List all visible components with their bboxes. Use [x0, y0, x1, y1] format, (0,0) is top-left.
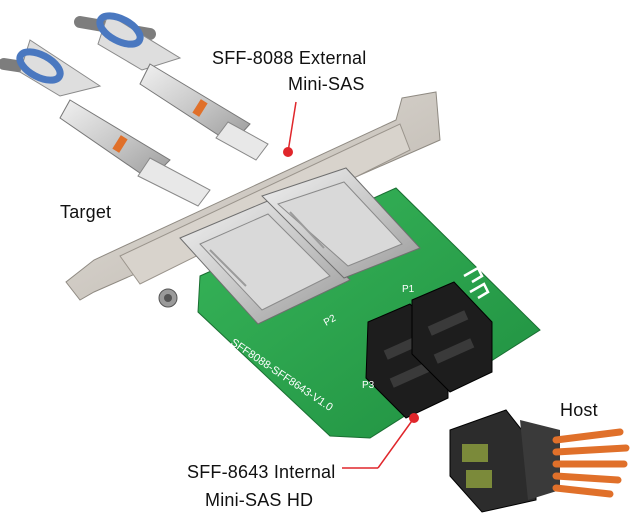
pcb-port-p1-label: P1: [402, 284, 415, 295]
target-cable-right: [74, 12, 269, 161]
pcb-port-p2-label: P2: [322, 313, 338, 329]
pull-tab-icon: [96, 12, 144, 48]
internal-connector-sublabel: Mini-SAS HD: [205, 490, 314, 510]
external-port-left: [179, 199, 351, 325]
target-label: Target: [60, 202, 112, 222]
external-port-right: [261, 167, 421, 279]
internal-pointer: [342, 413, 419, 469]
internal-port-p1: [411, 281, 493, 393]
host-label: Host: [560, 400, 598, 420]
host-cable: [449, 409, 630, 513]
external-connector-sublabel: Mini-SAS: [288, 74, 365, 94]
external-connector-label: SFF-8088 External: [212, 48, 367, 68]
target-cable-left: [0, 39, 211, 207]
pcb-port-p3-label: P3: [362, 380, 375, 391]
external-pointer: [283, 101, 297, 157]
internal-connector-label: SFF-8643 Internal: [187, 462, 336, 482]
pull-tab-icon: [16, 48, 64, 84]
